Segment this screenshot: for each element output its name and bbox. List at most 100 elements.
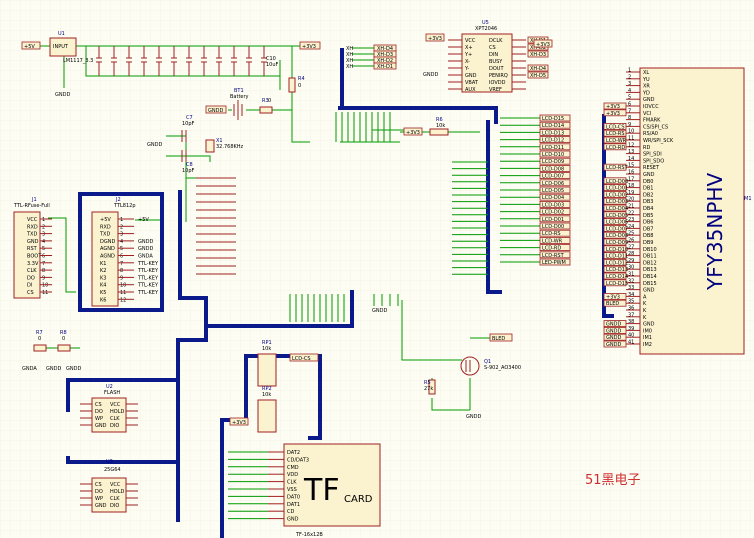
mcu-right-net-label: LCD-WR [542,238,563,244]
capacitor-symbol [246,46,252,76]
lcd-pin-number: 1 [628,68,631,74]
j2-pin-number: 3 [120,232,123,238]
u5-right-pin-label: PENIRQ [489,73,508,79]
j2-pin-label: K5 [100,290,106,296]
capacitor-symbol [171,46,177,76]
lcd-net-label: LCD-D04 [606,206,628,212]
u5-right-pin-label: IOVDD [489,80,506,86]
lcd-pin-number: 27 [628,244,634,250]
lcd-net-label: LCD-D03 [606,199,628,205]
tf-pin-label: CD/DAT3 [287,457,309,463]
lcd-net-flag [603,272,627,280]
mcu-right-net-label: LCD-RD [542,246,561,252]
lcd-net-label: LCD-D07 [606,226,628,232]
lcd-pin-label: RS/A0 [643,131,658,137]
j2-pin-label: DGND [100,239,115,245]
j1-pin-number: 2 [42,224,45,230]
mcu-right-net-label: LCD-D06 [542,181,564,187]
j1-pin-label: CLK [27,268,37,274]
u5-left-pin-label: Y- [464,66,469,72]
q1-mosfet: Q1 S-902_AO3400 BLED R5 27k GNDD GNDD [372,308,521,420]
lcd-pin-label: RESET [643,165,660,171]
lcd-net-flag [603,177,627,185]
lcd-net-label: GNDD [606,328,621,334]
lcd-net-label: LCD-CS [606,124,625,130]
mcu-right-net-label: LCD-D02 [542,210,564,216]
j2-net-label: TTL-KEY [137,261,159,267]
flash-right-pin-label: DIO [110,423,119,429]
mcu-right-flag [539,229,571,237]
lcd-pin-number: 29 [628,258,634,264]
svg-text:+5V: +5V [24,44,35,50]
lcd-title: YFY35NPHV [703,173,727,291]
svg-text:GNDD: GNDD [423,72,438,78]
lcd-net-label: LCD-D13 [606,267,628,273]
svg-text:+3V3: +3V3 [536,42,550,48]
lcd-pin-number: 38 [628,319,634,325]
j1-pin-label: DO [27,275,35,281]
j1-pin-label: GND [27,239,39,245]
lcd-pin-number: 40 [628,333,634,339]
j2-pin-label: K4 [100,283,106,289]
j1-pin-label: DI [27,283,32,289]
j2-pin-number: 7 [120,261,123,267]
mcu-right-signals: LCD-D15LCD-D14LCD-D13LCD-D12LCD-D11LCD-D… [452,114,571,275]
lcd-pin-label: FMARK [643,118,661,124]
lcd-net-flag [603,143,627,151]
u5-left-pin-label: X+ [465,45,473,51]
u5-net-label: XH-D2 [530,45,546,51]
svg-text:R5: R5 [424,380,431,386]
lcd-pin-label: XR [643,84,650,90]
lcd-net-flag [603,102,627,110]
j2-pin-label: K2 [100,268,106,274]
j2-pin-label: K3 [100,275,106,281]
svg-text:Battery: Battery [230,94,249,100]
mcu-right-flag [539,236,571,244]
mcu-right-net-label: LCD-D03 [542,202,564,208]
mcu-right-flag [539,208,571,216]
lcd-pin-number: 11 [628,136,634,142]
capacitor-symbol [261,46,267,76]
lcd-pin-number: 14 [628,156,634,162]
middle-bus-taps [289,294,399,322]
svg-text:M1: M1 [744,196,752,202]
lcd-pin-number: 39 [628,326,634,332]
lcd-pin-label: YD [642,90,650,96]
svg-text:+3V3: +3V3 [406,130,420,136]
j2-pin-label: AGND [100,254,115,260]
svg-text:C10: C10 [266,56,276,62]
rp1-resistor-array: RP1 10k LCD-CS [257,340,319,387]
mcu-right-flag [539,121,571,129]
lcd-pin-label: K [643,301,647,307]
u5-left-pin-label: VBAT [465,80,479,86]
x1-crystal: X1 32.768KHz C7 10pF C8 10pF GNDD [147,115,244,174]
j1-pin-label: VCC [27,217,38,223]
svg-text:U2: U2 [106,384,113,390]
mcu-right-flag [539,150,571,158]
mcu-right-net-label: LCD-D08 [542,166,564,172]
svg-text:0: 0 [38,336,41,342]
lcd-net-label: LCD-D09 [606,240,628,246]
tf-pin-label: DAT2 [287,450,300,456]
capacitor-symbol [111,46,117,76]
u5-net-label: XH-D4 [530,66,546,72]
mcu-right-net-label: LCD-D13 [542,130,564,136]
lcd-pin-label: GND [643,172,655,178]
svg-text:25G64: 25G64 [104,467,121,473]
lcd-net-flag [603,245,627,253]
u5-left-pin-label: X- [465,59,470,65]
lcd-net-label: LCD-RD [606,145,625,151]
svg-text:BT1: BT1 [234,88,244,94]
lcd-pin-number: 2 [628,74,631,80]
lcd-pin-number: 10 [628,129,634,135]
mcu-right-flag [539,222,571,230]
capacitor-symbol [186,46,192,76]
u1-value: LM1117_3.3 [63,58,93,64]
j2-net-label: TTL-KEY [137,283,159,289]
j2-net-label: TTL-KEY [137,268,159,274]
lcd-pin-number: 13 [628,149,634,155]
svg-text:GNDD: GNDD [466,414,481,420]
lcd-pin-label: GND [643,97,655,103]
lcd-net-label: GNDD [606,322,621,328]
j2-pin-number: 12 [120,297,126,303]
